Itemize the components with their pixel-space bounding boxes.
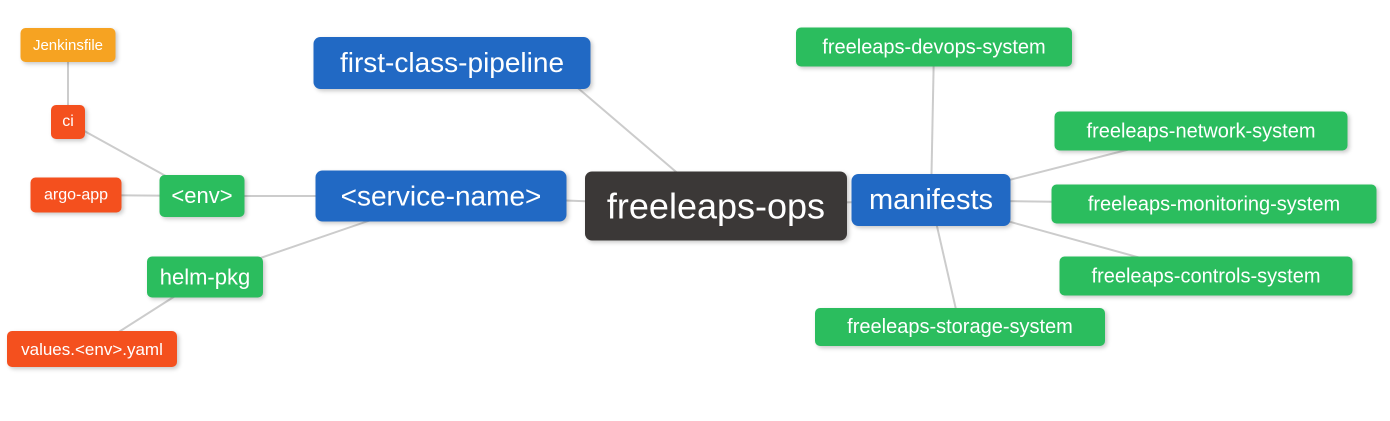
node-freeleaps-ops[interactable]: freeleaps-ops — [585, 171, 847, 241]
node-network-system[interactable]: freeleaps-network-system — [1054, 111, 1348, 151]
node-env[interactable]: <env> — [159, 175, 245, 217]
node-helm-pkg[interactable]: helm-pkg — [147, 256, 263, 298]
node-service-name[interactable]: <service-name> — [315, 170, 567, 222]
node-values-env-yaml[interactable]: values.<env>.yaml — [7, 331, 177, 367]
node-argo-app[interactable]: argo-app — [30, 177, 122, 213]
node-storage-system[interactable]: freeleaps-storage-system — [815, 308, 1105, 346]
node-jenkinsfile[interactable]: Jenkinsfile — [20, 28, 116, 62]
node-monitoring-system[interactable]: freeleaps-monitoring-system — [1051, 184, 1377, 224]
node-manifests[interactable]: manifests — [851, 174, 1011, 226]
node-controls-system[interactable]: freeleaps-controls-system — [1059, 256, 1353, 296]
node-first-class-pipeline[interactable]: first-class-pipeline — [313, 37, 591, 89]
node-ci[interactable]: ci — [51, 105, 85, 139]
node-devops-system[interactable]: freeleaps-devops-system — [796, 27, 1072, 67]
